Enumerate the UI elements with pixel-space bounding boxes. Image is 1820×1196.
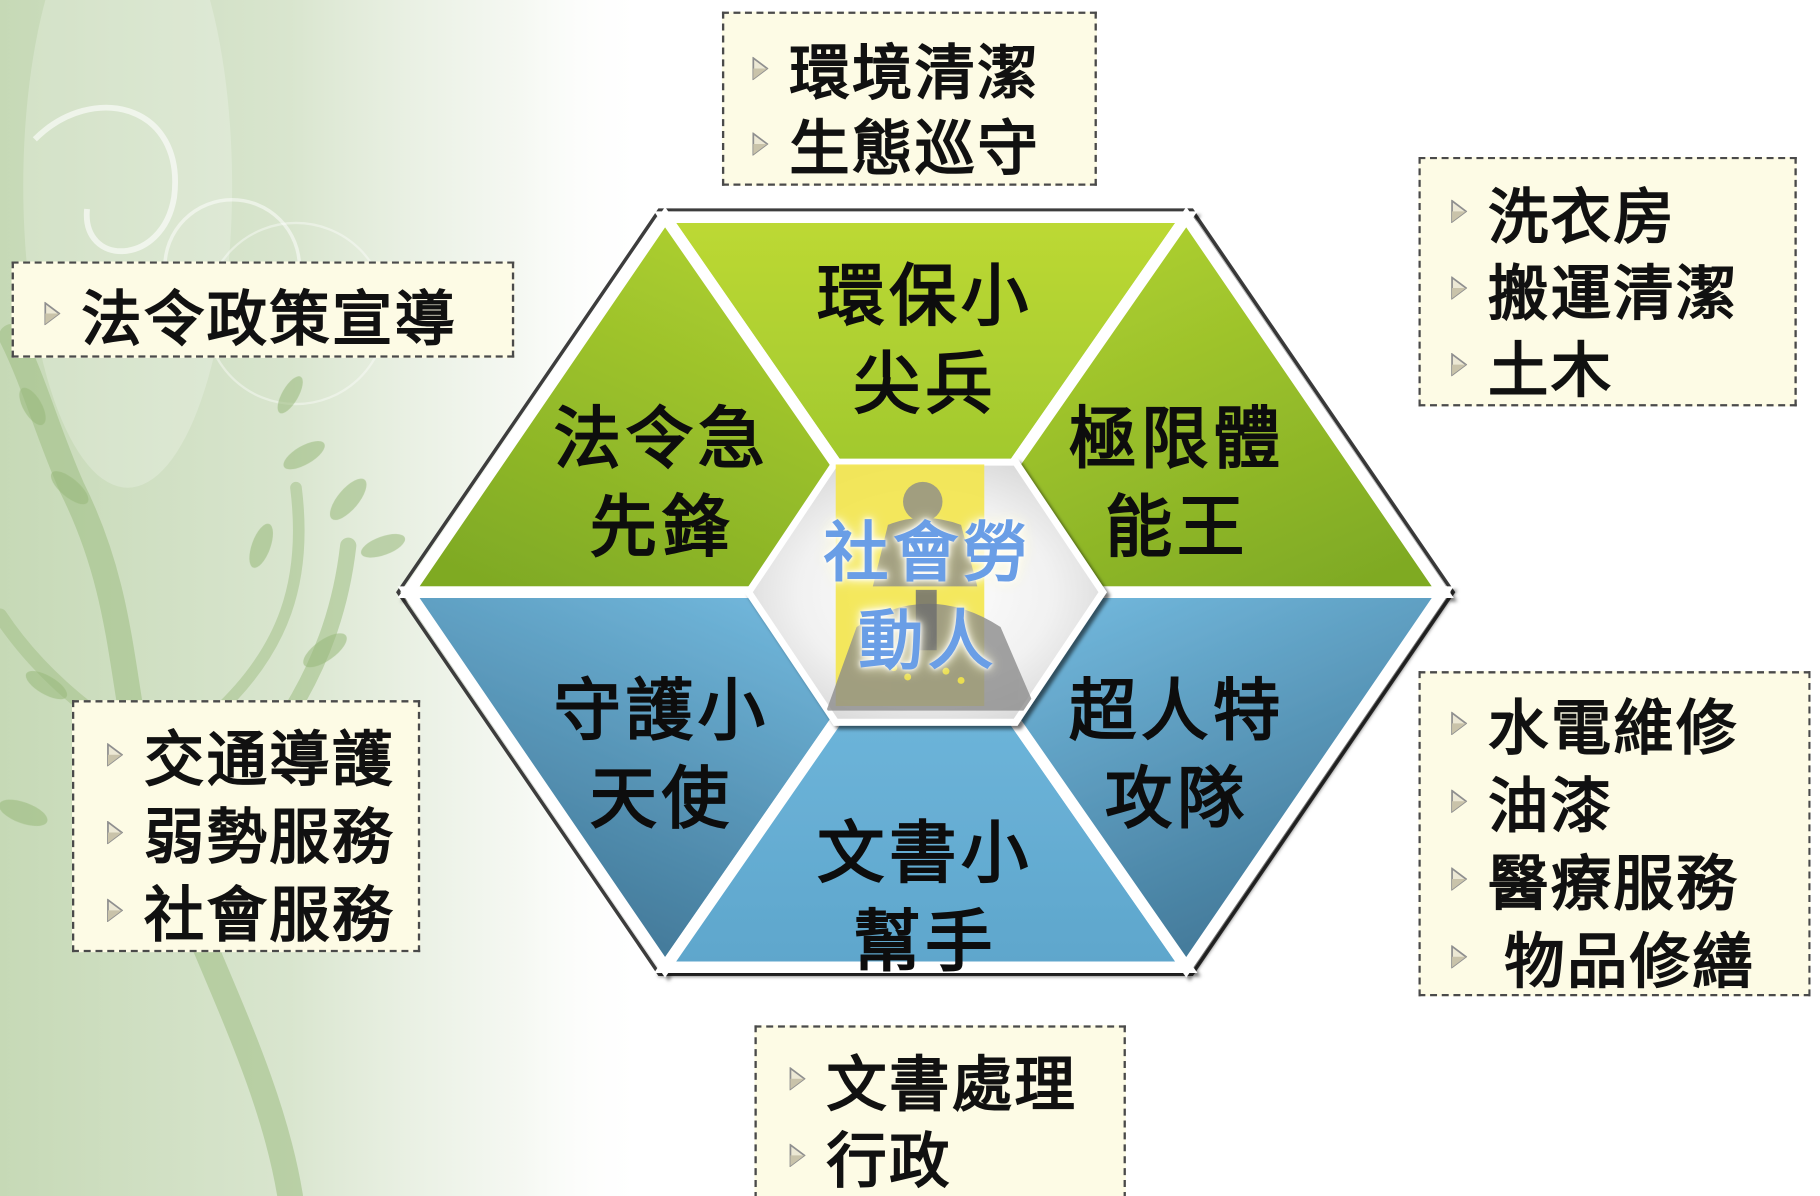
list-item-label: 社會服務 [143, 880, 395, 951]
tree-swirl [32, 104, 178, 255]
triangle-bullet-icon [752, 56, 769, 80]
segment-label-line: 極限體 [1068, 399, 1285, 479]
list-item-label: 搬運清潔 [1488, 258, 1739, 330]
list-item: 生態巡守 [724, 106, 1094, 185]
hexagon-outline [396, 208, 1456, 976]
note-box-right-lower: 水電維修 油漆 醫療服務 物品修繕 [1418, 671, 1811, 997]
note-box-left: 法令政策宣導 [11, 261, 515, 358]
segment-label-line: 環保小 [817, 256, 1034, 336]
list-item-label: 物品修繕 [1504, 926, 1756, 998]
triangle-bullet-icon [752, 131, 769, 156]
list-item-label: 交通導護 [143, 724, 395, 796]
triangle-bullet-icon [1451, 866, 1468, 891]
center-title-line: 動人 [858, 602, 998, 680]
list-item-label: 環境清潔 [789, 38, 1041, 110]
list-item: 環境清潔 [724, 30, 1094, 109]
list-item: 醫療服務 [1421, 840, 1809, 920]
list-item-label: 水電維修 [1488, 693, 1739, 765]
list-item-label: 文書處理 [826, 1049, 1078, 1120]
list-item: 洗衣房 [1421, 173, 1795, 253]
segment-label-line: 法令急 [553, 399, 770, 479]
center-title-line: 社會勞 [823, 514, 1033, 592]
list-item: 文書處理 [757, 1040, 1124, 1120]
note-box-left-lower: 交通導護 弱勢服務 社會服務 [71, 700, 421, 953]
background-highlight [23, 0, 233, 488]
triangle-bullet-icon [1451, 789, 1468, 813]
segment-bottom-label: 文書小 幫手 [772, 809, 1074, 985]
segment-lower-left-label: 守護小 天使 [508, 667, 810, 843]
note-box-bottom: 文書處理 行政 [754, 1025, 1126, 1196]
list-item-label: 法令政策宣導 [81, 283, 458, 355]
segment-label-line: 能王 [1104, 487, 1249, 567]
segment-label-line: 先鋒 [589, 487, 734, 567]
list-item-label: 土木 [1488, 334, 1614, 406]
segment-upper-left-label: 法令急 先鋒 [508, 395, 810, 571]
triangle-bullet-icon [789, 1143, 806, 1167]
list-item: 土木 [1421, 326, 1795, 406]
segment-label-line: 天使 [589, 759, 734, 839]
list-item: 法令政策宣導 [14, 275, 512, 355]
triangle-bullet-icon [44, 301, 61, 326]
list-item: 行政 [757, 1117, 1124, 1196]
triangle-bullet-icon [789, 1067, 806, 1091]
list-item-label: 洗衣房 [1488, 181, 1677, 253]
triangle-bullet-icon [1451, 199, 1468, 223]
list-item: 社會服務 [74, 871, 418, 951]
list-item-label: 油漆 [1488, 771, 1614, 842]
triangle-bullet-icon [1451, 352, 1468, 377]
triangle-bullet-icon [107, 742, 124, 766]
list-item-label: 生態巡守 [789, 113, 1041, 185]
segment-label-line: 幫手 [853, 902, 998, 982]
triangle-bullet-icon [107, 898, 124, 922]
segment-label-line: 文書小 [817, 813, 1034, 893]
segment-lower-right-label: 超人特 攻隊 [1024, 667, 1326, 843]
triangle-bullet-icon [1451, 711, 1468, 735]
list-item: 交通導護 [74, 715, 418, 795]
triangle-bullet-icon [107, 820, 124, 844]
segment-upper-right-label: 極限體 能王 [1024, 395, 1326, 571]
segment-label-line: 攻隊 [1104, 759, 1249, 839]
triangle-bullet-icon [1451, 276, 1468, 300]
list-item: 物品修繕 [1421, 917, 1809, 997]
triangle-bullet-icon [1451, 944, 1468, 968]
segment-label-line: 超人特 [1068, 671, 1285, 751]
segment-lower-right-triangle [913, 586, 1454, 978]
list-item: 搬運清潔 [1421, 250, 1795, 329]
note-box-top: 環境清潔 生態巡守 [721, 11, 1097, 186]
list-item-label: 行政 [826, 1125, 952, 1196]
segment-top-label: 環保小 尖兵 [772, 252, 1074, 428]
tree-leaves [0, 376, 406, 826]
segment-label-line: 守護小 [553, 671, 770, 751]
hexagon-diagram [396, 206, 1456, 978]
tree-branch [208, 481, 305, 720]
list-item: 水電維修 [1421, 684, 1809, 764]
list-item: 弱勢服務 [74, 793, 418, 873]
list-item: 油漆 [1421, 762, 1809, 842]
worker-figure-icon [826, 464, 1037, 711]
note-box-top-right: 洗衣房 搬運清潔 土木 [1418, 156, 1797, 407]
list-item-label: 醫療服務 [1488, 848, 1739, 920]
segment-label-line: 尖兵 [853, 344, 998, 424]
list-item-label: 弱勢服務 [143, 802, 395, 874]
center-title: 社會勞 動人 [749, 509, 1103, 685]
